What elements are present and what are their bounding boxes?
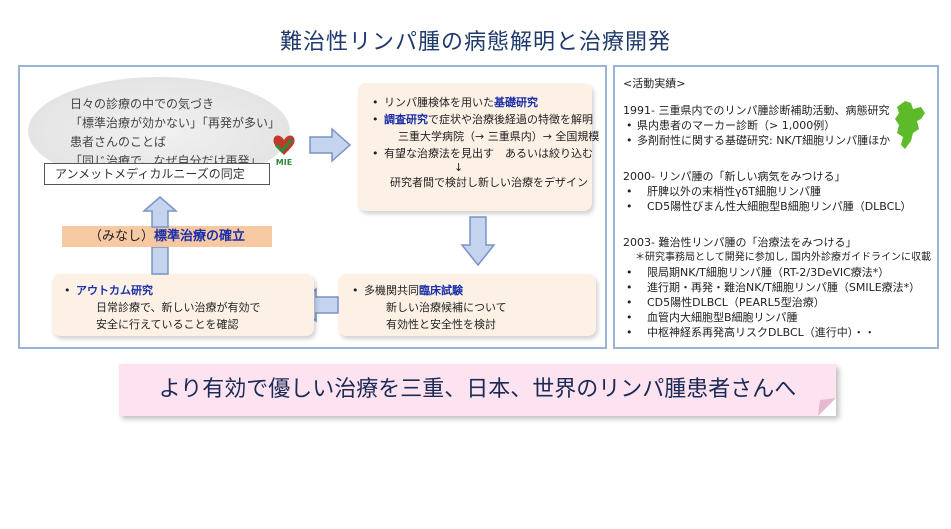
sec1-item-2: 多剤耐性に関する基礎研究: NK/T細胞リンパ腫ほか xyxy=(623,133,890,148)
basic-research-box: リンパ腫検体を用いた基礎研究 調査研究で症状や治療後経過の特徴を解明 三重大学病… xyxy=(358,83,599,211)
sec2-item-1: 肝脾以外の末梢性γδT細胞リンパ腫 xyxy=(623,184,911,199)
mie-logo-icon: MIE xyxy=(273,135,295,167)
trial-line-3: 有効性と安全性を検討 xyxy=(386,318,496,331)
sec3-item-1: 限局期NK/T細胞リンパ腫（RT-2/3DeVIC療法*） xyxy=(623,265,931,280)
sec1-title: 1991- 三重県内でのリンパ腫診断補助活動、病態研究 xyxy=(623,104,890,117)
outcome-line-3: 安全に行えていることを確認 xyxy=(96,318,239,331)
sec3-item-4: 血管内大細胞型B細胞リンパ腫 xyxy=(623,310,931,325)
needs-line-3: 患者さんのことば xyxy=(70,135,167,149)
sec3-title: 2003- 難治性リンパ腫の「治療法をみつける」 xyxy=(623,236,857,249)
needs-line-1: 日々の診療の中での気づき xyxy=(70,97,215,111)
research-line-4: 有望な治療法を見出す あるいは絞り込む xyxy=(370,145,599,162)
page-title: 難治性リンパ腫の病態解明と治療開発 xyxy=(279,30,671,55)
arrow-down-icon xyxy=(460,216,496,267)
sec3-item-3: CD5陽性DLBCL（PEARL5型治療） xyxy=(623,295,931,310)
needs-line-2: 「標準治療が効かない」「再発が多い」 xyxy=(70,116,281,130)
research-line-2: 調査研究で症状や治療後経過の特徴を解明 xyxy=(370,111,599,128)
sec3-note: ＊研究事務局として開発に参加し, 国内外診療ガイドラインに収載 xyxy=(635,252,932,263)
standard-therapy-label: （みなし）標準治療の確立 xyxy=(62,226,272,247)
research-cycle-panel: 日々の診療の中での気づき 「標準治療が効かない」「再発が多い」 患者さんのことば… xyxy=(18,65,607,349)
sec2-title: 2000- リンパ腫の「新しい病気をみつける」 xyxy=(623,170,846,183)
outcome-line-2: 日常診療で、新しい治療が有効で xyxy=(96,301,261,314)
research-down-arrow: ↓ xyxy=(454,161,464,174)
page-fold-icon xyxy=(818,398,836,416)
outcome-research-box: アウトカム研究 日常診療で、新しい治療が有効で 安全に行えていることを確認 xyxy=(52,274,314,336)
research-line-3: 三重大学病院（→ 三重県内）→ 全国規模 xyxy=(398,130,600,143)
activity-section-2003: 2003- 難治性リンパ腫の「治療法をみつける」 ＊研究事務局として開発に参加し… xyxy=(623,235,931,340)
research-line-6: 研究者間で検討し新しい治療をデザイン xyxy=(390,176,588,189)
sec3-item-5: 中枢神経系再発高リスクDLBCL（進行中）・・ xyxy=(623,325,931,340)
trial-line-1: 多機関共同臨床試験 xyxy=(350,282,507,299)
unmet-needs-label: アンメットメディカルニーズの同定 xyxy=(44,163,270,185)
arrow-right-icon xyxy=(309,127,352,163)
clinical-trial-box: 多機関共同臨床試験 新しい治療候補について 有効性と安全性を検討 xyxy=(338,274,596,336)
arrow-up-icon xyxy=(142,196,178,228)
sec3-item-2: 進行期・再発・難治NK/T細胞リンパ腫（SMILE療法*） xyxy=(623,280,931,295)
logo-text: MIE xyxy=(276,158,292,167)
clinical-needs-text: 日々の診療の中での気づき 「標準治療が効かない」「再発が多い」 患者さんのことば… xyxy=(70,95,280,171)
activity-heading: <活動実績> xyxy=(623,77,686,90)
sec2-item-2: CD5陽性びまん性大細胞型B細胞リンパ腫（DLBCL） xyxy=(623,199,911,214)
mission-banner: より有効で優しい治療を三重、日本、世界のリンパ腫患者さんへ xyxy=(119,364,836,416)
activity-section-2000: 2000- リンパ腫の「新しい病気をみつける」 肝脾以外の末梢性γδT細胞リンパ… xyxy=(623,169,911,214)
trial-line-2: 新しい治療候補について xyxy=(386,301,507,314)
sec1-item-1: 県内患者のマーカー診断（> 1,000例） xyxy=(623,118,890,133)
research-line-1: リンパ腫検体を用いた基礎研究 xyxy=(370,94,599,111)
outcome-line-1: アウトカム研究 xyxy=(62,282,261,299)
activity-record-panel: <活動実績> 1991- 三重県内でのリンパ腫診断補助活動、病態研究 県内患者の… xyxy=(613,65,939,349)
arrow-up-stem-icon xyxy=(151,247,169,275)
mie-prefecture-map-icon xyxy=(895,101,925,149)
activity-section-1991: 1991- 三重県内でのリンパ腫診断補助活動、病態研究 県内患者のマーカー診断（… xyxy=(623,103,890,148)
